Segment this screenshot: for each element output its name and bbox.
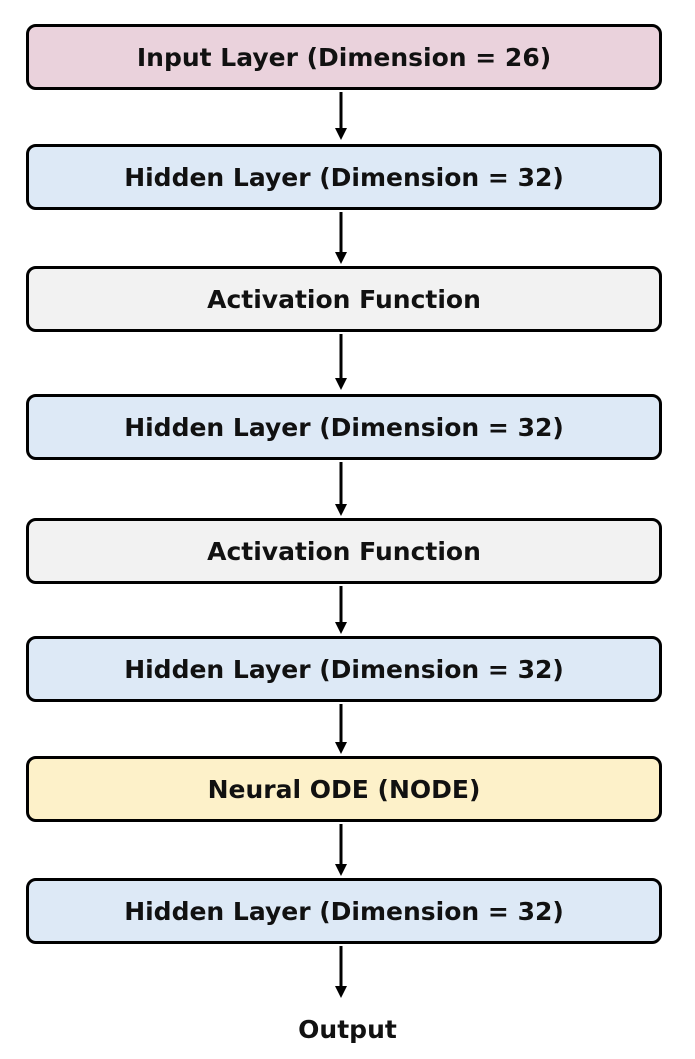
hidden-layer-label-2: Hidden Layer (Dimension = 32)	[124, 412, 564, 442]
arrow-6	[335, 704, 347, 754]
neural-ode-label: Neural ODE (NODE)	[207, 774, 481, 804]
hidden-layer-label-4: Hidden Layer (Dimension = 32)	[124, 896, 564, 926]
input-layer-label: Input Layer (Dimension = 26)	[136, 42, 552, 72]
hidden-layer-label-1: Hidden Layer (Dimension = 32)	[124, 162, 564, 192]
activation-function-box-1: Activation Function	[26, 266, 662, 332]
arrow-output	[335, 946, 347, 998]
activation-function-label-1: Activation Function	[207, 284, 481, 314]
hidden-layer-box-1: Hidden Layer (Dimension = 32)	[26, 144, 662, 210]
arrow-7	[335, 824, 347, 876]
activation-function-box-2: Activation Function	[26, 518, 662, 584]
output-label: Output	[298, 1015, 397, 1044]
arrow-1	[335, 92, 347, 140]
arrow-2	[335, 212, 347, 264]
hidden-layer-box-2: Hidden Layer (Dimension = 32)	[26, 394, 662, 460]
arrow-4	[335, 462, 347, 516]
hidden-layer-label-3: Hidden Layer (Dimension = 32)	[124, 654, 564, 684]
neural-ode-box: Neural ODE (NODE)	[26, 756, 662, 822]
arrow-5	[335, 586, 347, 634]
hidden-layer-box-3: Hidden Layer (Dimension = 32)	[26, 636, 662, 702]
activation-function-label-2: Activation Function	[207, 536, 481, 566]
input-layer-box: Input Layer (Dimension = 26)	[26, 24, 662, 90]
hidden-layer-box-4: Hidden Layer (Dimension = 32)	[26, 878, 662, 944]
arrow-3	[335, 334, 347, 390]
